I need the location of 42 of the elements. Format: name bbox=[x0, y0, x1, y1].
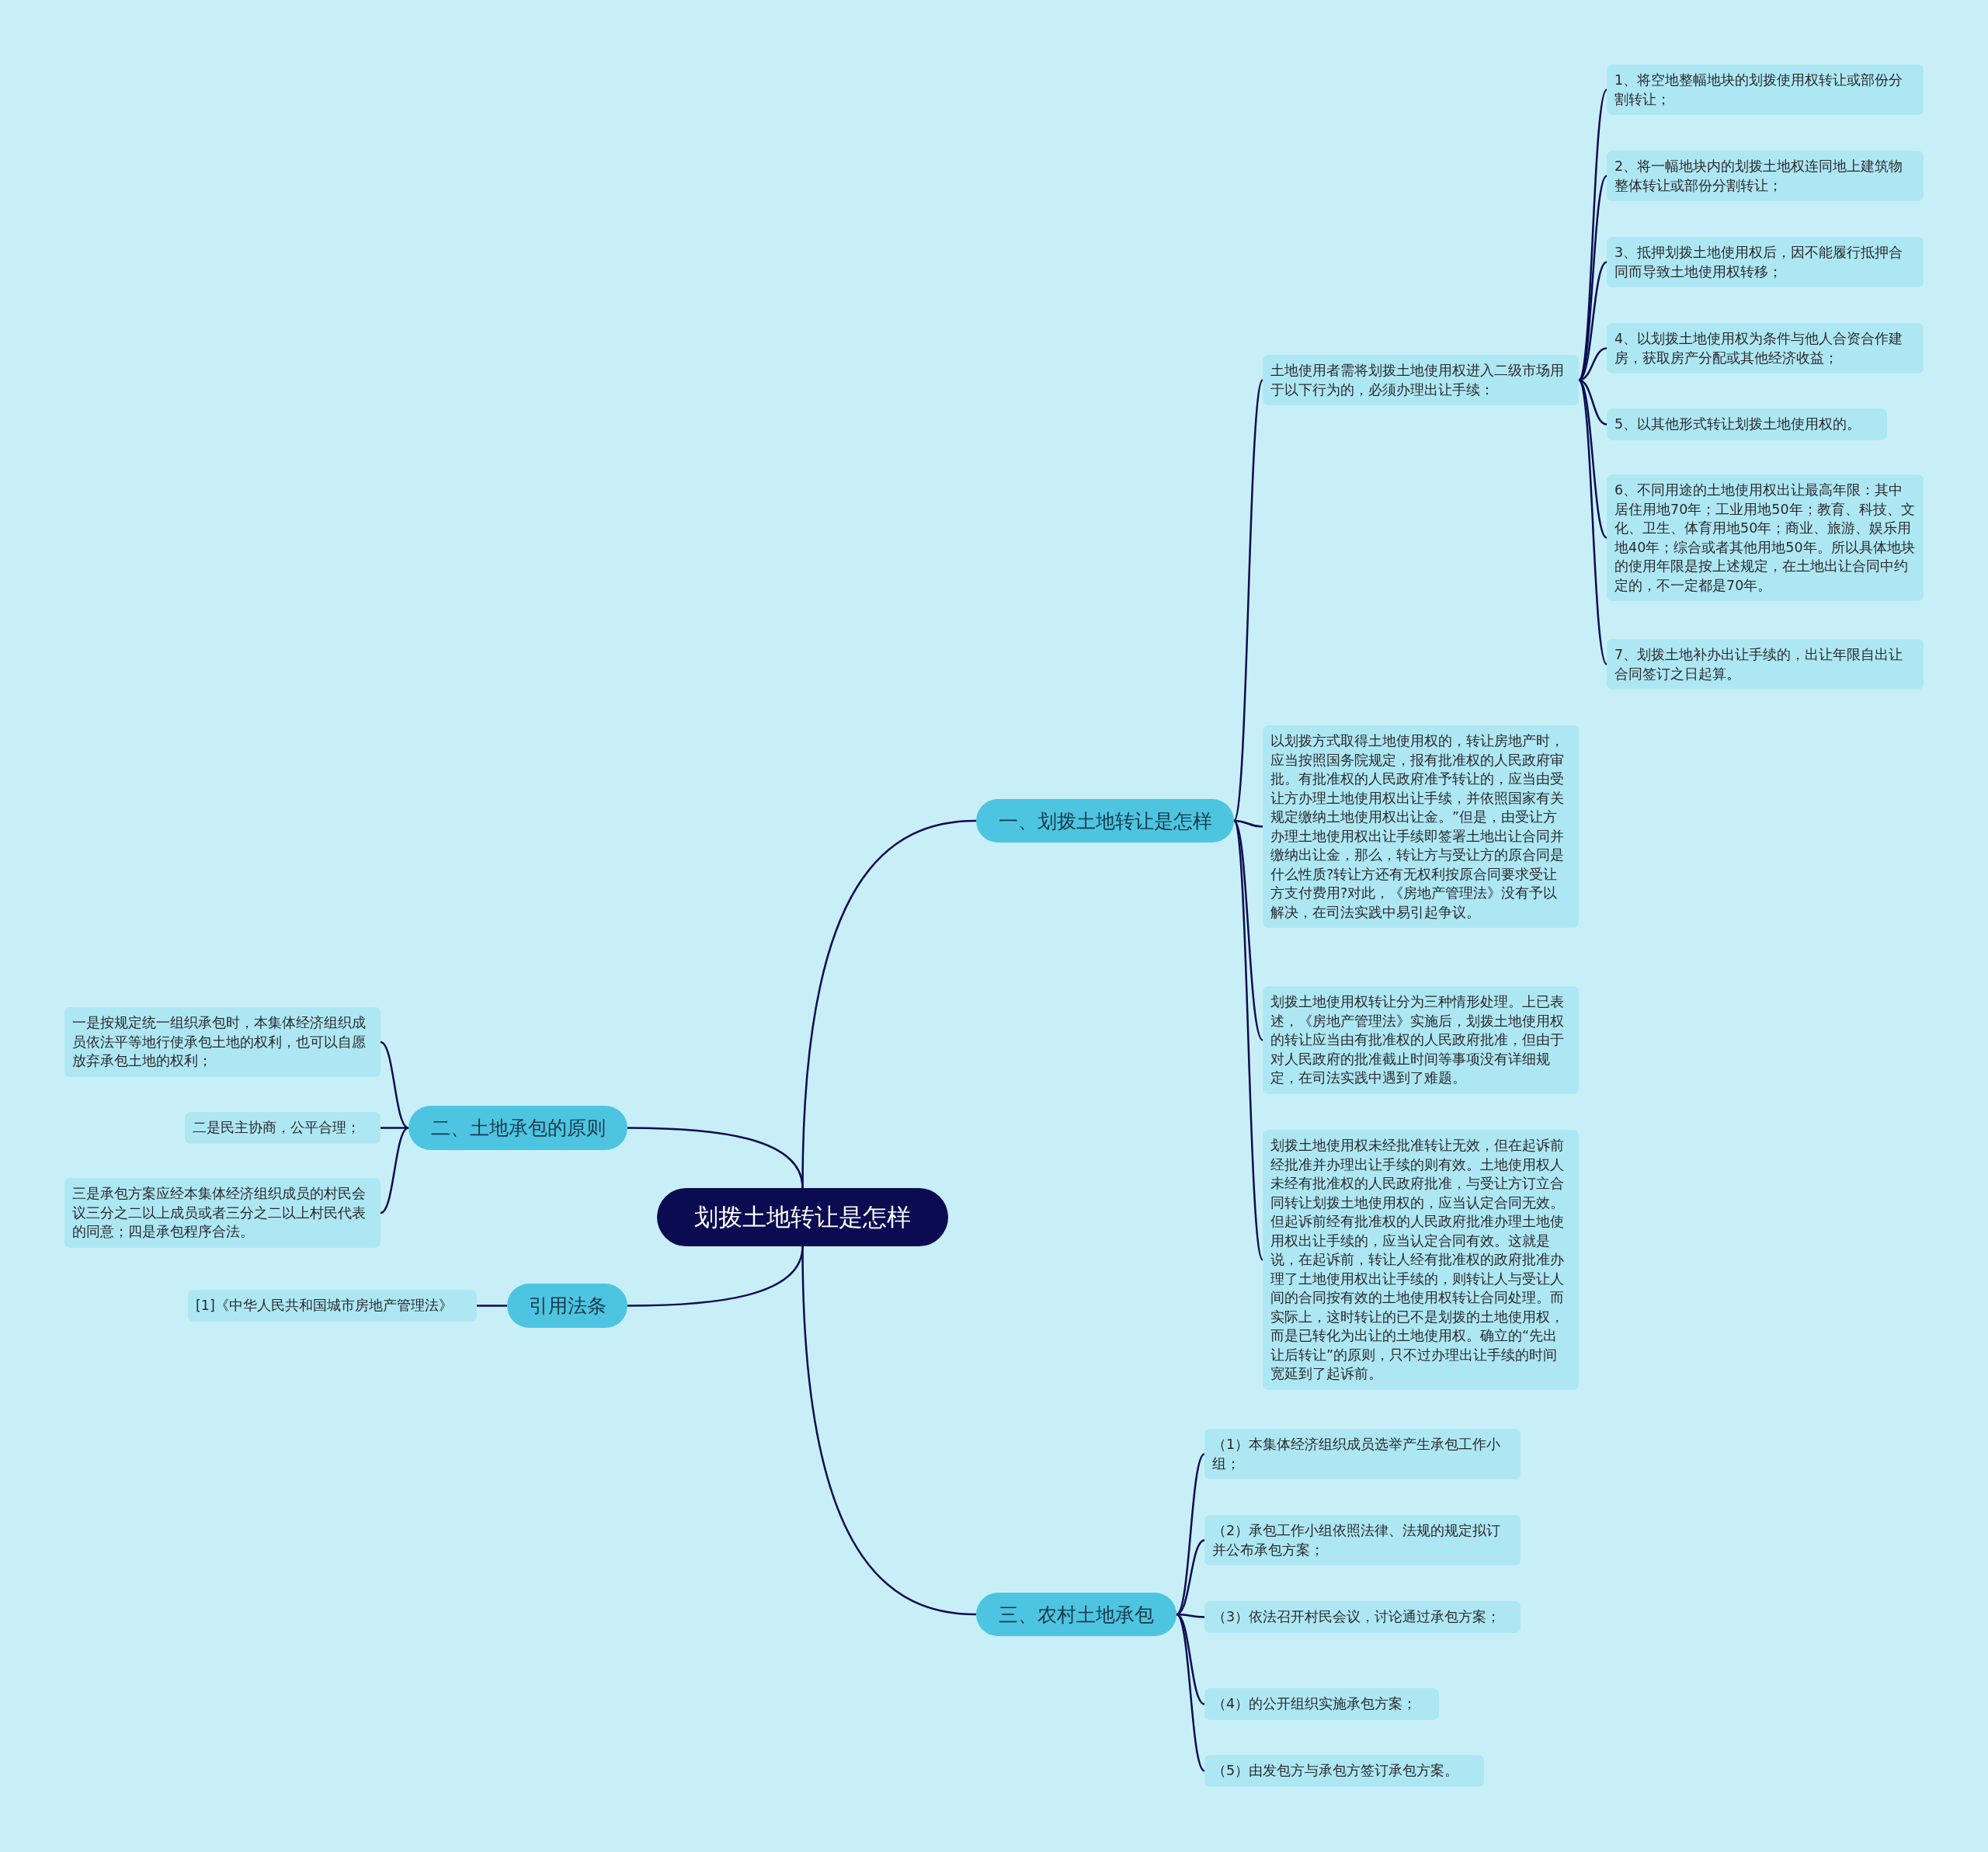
connector-line bbox=[1578, 379, 1607, 539]
connector-line bbox=[801, 1246, 977, 1616]
connector-line bbox=[1578, 175, 1607, 381]
branch-topic-pill: 三、农村土地承包 bbox=[976, 1593, 1176, 1636]
note-card: 二是民主协商，公平合理； bbox=[185, 1112, 381, 1144]
note-card: 5、以其他形式转让划拨土地使用权的。 bbox=[1607, 408, 1887, 440]
connector-line bbox=[477, 1305, 507, 1307]
note-card: （1）本集体经济组织成员选举产生承包工作小组； bbox=[1204, 1429, 1521, 1479]
note-card: 以划拨方式取得土地使用权的，转让房地产时，应当按照国务院规定，报有批准权的人民政府审批。有批准权的人民政府准予转让的，应当由受让方办理土地使用权出让手续，并依照国家有关规定缴纳土地使用权出让金。”但是，由受让方办理土地使用权出让手续即签署土地出让合同并缴纳出让金，那么，转让方与受让方的原合同是什么性质?转让方还有无权利按原合同要求受让方支付费用?对此，《房地产管理法》没有予以解决，在司法实践中易引起争议。 bbox=[1263, 725, 1579, 928]
connector-line bbox=[380, 1127, 409, 1214]
note-card: 三是承包方案应经本集体经济组织成员的村民会议三分之二以上成员或者三分之二以上村民代表的同意；四是承包程序合法。 bbox=[64, 1178, 381, 1248]
note-card: 7、划拨土地补办出让手续的，出让年限自出让合同签订之日起算。 bbox=[1607, 639, 1924, 690]
note-card: [1]《中华人民共和国城市房地产管理法》 bbox=[188, 1290, 477, 1322]
note-card: 2、将一幅地块内的划拨土地权连同地上建筑物整体转让或部份分割转让； bbox=[1607, 151, 1924, 201]
connector-line bbox=[381, 1127, 408, 1129]
branch-topic-pill: 二、土地承包的原则 bbox=[408, 1106, 627, 1150]
note-card: 3、抵押划拨土地使用权后，因不能履行抵押合同而导致土地使用权转移； bbox=[1607, 237, 1924, 287]
connector-line bbox=[380, 1041, 409, 1129]
note-card: （3）依法召开村民会议，讨论通过承包方案； bbox=[1204, 1601, 1521, 1633]
note-card: （2）承包工作小组依照法律、法规的规定拟订并公布承包方案； bbox=[1204, 1515, 1521, 1565]
connector-line bbox=[1176, 1453, 1205, 1615]
branch-topic-pill: 引用法条 bbox=[507, 1284, 627, 1328]
note-card: 划拨土地使用权转让分为三种情形处理。上已表述，《房地产管理法》实施后，划拨土地使用权的转让应当由有批准权的人民政府批准，但由于对人民政府的批准截止时间等事项没有详细规定，在司法实践中遇到了难题。 bbox=[1263, 986, 1579, 1094]
connector-line bbox=[1233, 820, 1263, 1041]
note-card: 4、以划拨土地使用权为条件与他人合资合作建房，获取房产分配或其他经济收益； bbox=[1607, 323, 1924, 374]
note-card: （4）的公开组织实施承包方案； bbox=[1204, 1688, 1439, 1720]
note-card: 6、不同用途的土地使用权出让最高年限：其中居住用地70年；工业用地50年；教育、科技、文化、卫生、体育用地50年；商业、旅游、娱乐用地40年；综合或者其他用地50年。所以具体地块的使用年限是按上述规定，在土地出让合同中约定的，不一定都是70年。 bbox=[1607, 474, 1924, 601]
connector-line bbox=[627, 1127, 804, 1189]
note-card: 1、将空地整幅地块的划拨使用权转让或部份分割转让； bbox=[1607, 64, 1924, 115]
connector-line bbox=[1176, 1539, 1205, 1616]
connector-line bbox=[1233, 819, 1263, 828]
note-card: （5）由发包方与承包方签订承包方案。 bbox=[1204, 1755, 1484, 1787]
connector-line bbox=[1176, 1614, 1205, 1772]
connector-line bbox=[1577, 379, 1608, 665]
connector-line bbox=[1232, 380, 1264, 822]
connector-line bbox=[1176, 1613, 1205, 1705]
note-card: 土地使用者需将划拨土地使用权进入二级市场用于以下行为的，必须办理出让手续： bbox=[1263, 355, 1579, 405]
central-topic-pill: 划拨土地转让是怎样 bbox=[657, 1188, 948, 1246]
note-card: 一是按规定统一组织承包时，本集体经济组织成员依法平等地行使承包土地的权利，也可以自愿放弃承包土地的权利； bbox=[64, 1007, 381, 1077]
connector-line bbox=[1232, 820, 1264, 1260]
note-card: 划拨土地使用权未经批准转让无效，但在起诉前经批准并办理出让手续的则有效。土地使用权人未经有批准权的人民政府批准，与受让方订立合同转让划拨土地使用权的，应当认定合同无效。但起诉前经有批准权的人民政府批准办理土地使用权出让手续的，应当认定合同有效。这就是说，在起诉前，转让人经有批准权的政府批准办理了土地使用权出让手续的，则转让人与受让人间的合同按有效的土地使用权转让合同处理。而实际上，这时转让的已不是划拨的土地使用权，而是已转化为出让的土地使用权。确立的“先出让后转让”的原则，只不过办理出让手续的时间宽延到了起诉前。 bbox=[1263, 1130, 1579, 1390]
branch-topic-pill: 一、划拨土地转让是怎样 bbox=[976, 799, 1234, 843]
